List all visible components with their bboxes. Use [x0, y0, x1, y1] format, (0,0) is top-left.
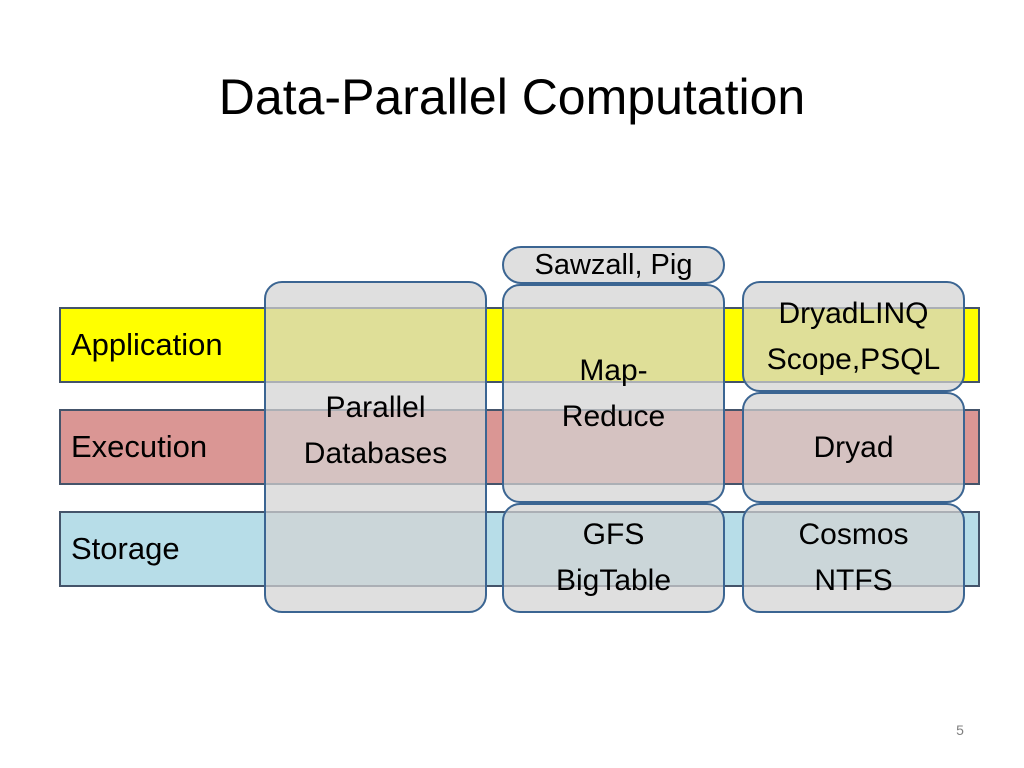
gfs-bigtable-box: GFS BigTable: [502, 503, 725, 613]
cosmos-ntfs-label: Cosmos NTFS: [798, 518, 909, 597]
cosmos-ntfs-box: Cosmos NTFS: [742, 503, 965, 613]
parallel-databases-box: Parallel Databases: [264, 281, 487, 613]
dryad-box: Dryad: [742, 392, 965, 503]
slide-title: Data-Parallel Computation: [218, 69, 806, 125]
sawzall-pig-box: Sawzall, Pig: [502, 246, 725, 284]
dryadlinq-box: DryadLINQ Scope,PSQL: [742, 281, 965, 392]
page-number: 5: [956, 722, 964, 738]
dryad-label: Dryad: [813, 430, 894, 464]
dryadlinq-label: DryadLINQ Scope,PSQL: [766, 296, 941, 376]
map-reduce-box: Map- Reduce: [502, 284, 725, 503]
execution-layer-label: Execution: [71, 429, 208, 464]
application-layer-label: Application: [71, 327, 223, 362]
sawzall-pig-label: Sawzall, Pig: [534, 249, 693, 281]
storage-layer-label: Storage: [71, 531, 180, 566]
map-reduce-label: Map- Reduce: [561, 353, 666, 433]
gfs-bigtable-label: GFS BigTable: [555, 518, 672, 597]
parallel-databases-label: Parallel Databases: [303, 391, 448, 470]
